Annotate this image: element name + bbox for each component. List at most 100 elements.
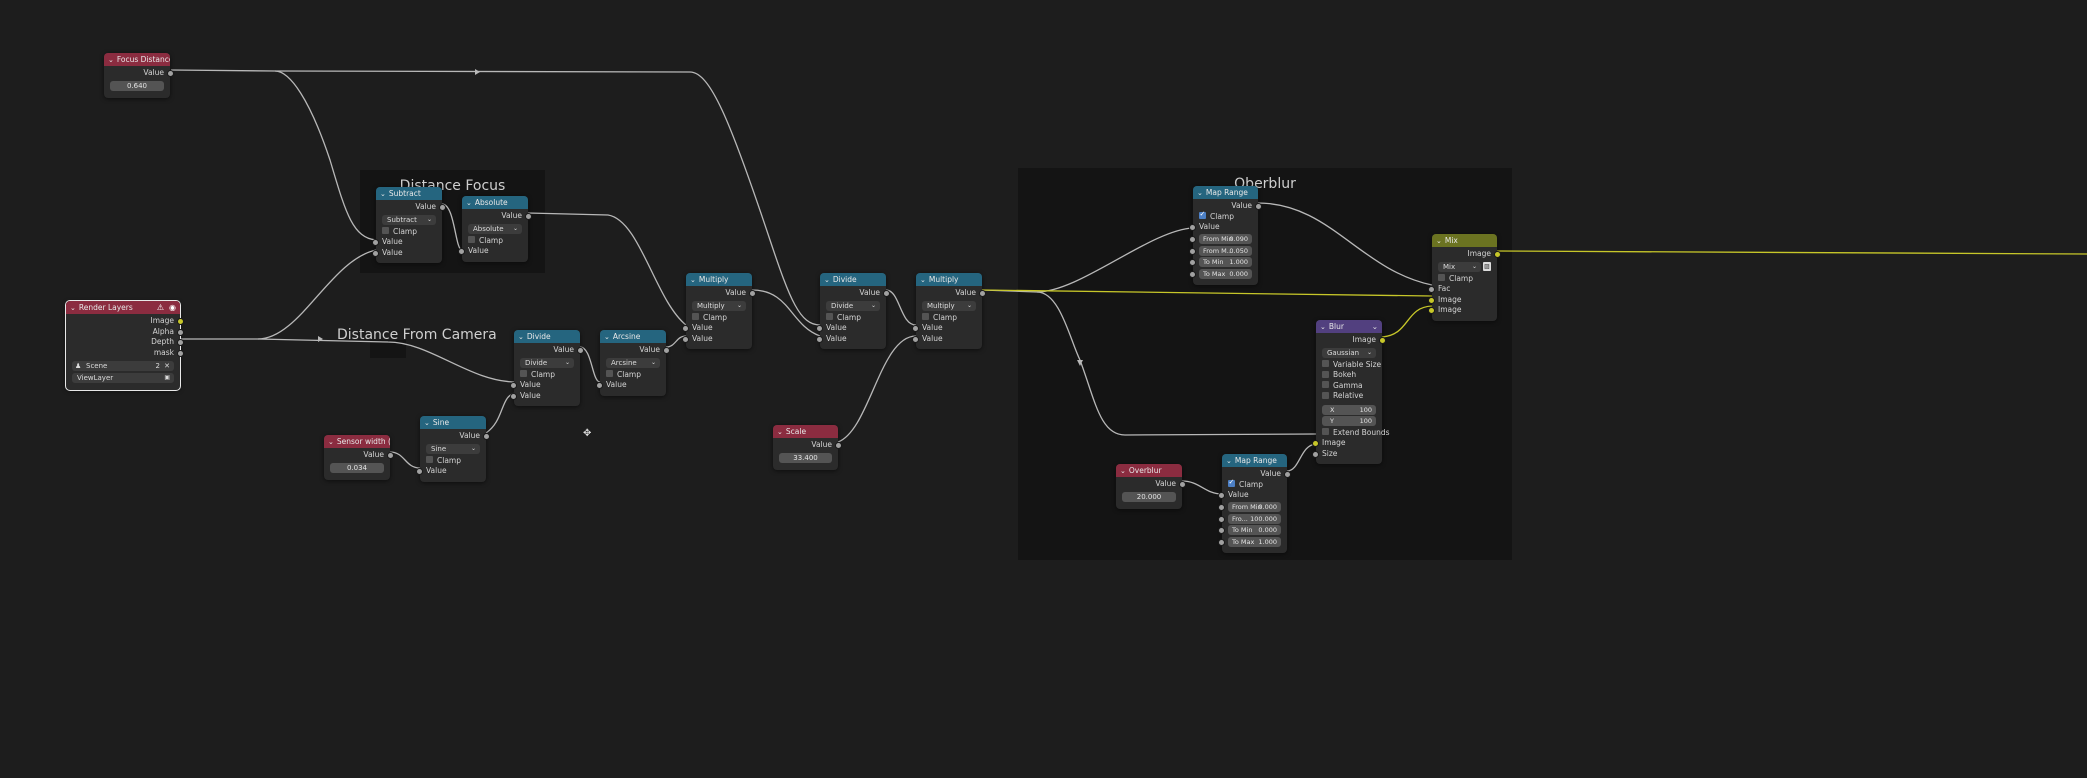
clamp-checkbox[interactable]: Clamp (922, 313, 976, 324)
input-socket[interactable] (682, 335, 689, 343)
operation-select[interactable]: Divide⌄ (826, 300, 880, 311)
output-socket[interactable] (749, 290, 756, 297)
copy-icon[interactable]: ▣ (164, 374, 170, 381)
checkbox[interactable] (1199, 209, 1206, 220)
input-socket[interactable] (1189, 270, 1196, 278)
node-header[interactable]: ⌄Focus Distance (104, 53, 170, 66)
operation-select[interactable]: Divide⌄ (520, 357, 574, 368)
input-socket[interactable] (1189, 247, 1196, 255)
node-header[interactable]: ⌄Multiply (686, 273, 752, 286)
input-socket[interactable] (682, 325, 689, 332)
chevron-down-icon[interactable]: ⌄ (1436, 237, 1442, 245)
node-subtract[interactable]: ⌄Subtract Value Subtract⌄ Clamp Value Va… (372, 187, 446, 263)
relative-checkbox[interactable]: Relative (1322, 391, 1376, 402)
operation-select[interactable]: Absolute⌄ (468, 223, 522, 234)
node-header[interactable]: ⌄Render Layers⚠◉ (66, 301, 180, 314)
close-icon[interactable]: ✕ (164, 362, 170, 370)
output-socket[interactable] (1494, 251, 1501, 258)
checkbox[interactable] (1322, 370, 1329, 378)
checkbox[interactable] (520, 370, 527, 377)
variable-size-checkbox[interactable]: Variable Size (1322, 360, 1381, 371)
checkbox[interactable] (1322, 360, 1329, 367)
output-socket[interactable] (663, 347, 670, 354)
input-socket[interactable] (416, 468, 423, 475)
output-socket[interactable] (883, 290, 890, 297)
operation-select[interactable]: Arcsine⌄ (606, 357, 660, 368)
chevron-down-icon[interactable]: ⌄ (1320, 323, 1326, 331)
input-socket[interactable] (1218, 515, 1225, 523)
output-socket[interactable] (177, 339, 184, 346)
checkbox[interactable] (606, 370, 613, 377)
input-socket[interactable] (372, 249, 379, 257)
input-socket[interactable] (1312, 450, 1319, 458)
chevron-down-icon[interactable]: ⌄ (824, 276, 830, 284)
chevron-down-icon[interactable]: ⌄ (70, 304, 76, 312)
node-map-range[interactable]: ⌄Map Range Value Clamp Value From Min0.0… (1189, 186, 1262, 285)
input-socket[interactable] (816, 325, 823, 332)
chevron-down-icon[interactable]: ⌄ (920, 276, 926, 284)
node-sensor-width[interactable]: ⌄Sensor width (m) Value 0.034 (324, 435, 394, 480)
node-header[interactable]: ⌄Map Range (1193, 186, 1258, 199)
input-socket[interactable] (458, 248, 465, 255)
chevron-down-icon[interactable]: ⌄ (1197, 189, 1203, 197)
clamp-checkbox[interactable]: Clamp (606, 370, 660, 381)
output-socket[interactable] (1284, 471, 1291, 478)
checkbox[interactable] (922, 313, 929, 320)
value-field[interactable]: 20.000 (1122, 491, 1176, 502)
input-socket[interactable] (1218, 538, 1225, 546)
checkbox[interactable] (382, 227, 389, 234)
node-sine[interactable]: ⌄Sine Value Sine⌄ Clamp Value (416, 416, 490, 482)
operation-select[interactable]: Multiply⌄ (922, 300, 976, 311)
checkbox[interactable] (692, 313, 699, 320)
alpha-toggle-icon[interactable]: ▨ (1483, 261, 1491, 271)
output-socket[interactable] (483, 433, 490, 440)
input-socket[interactable] (596, 382, 603, 389)
input-socket[interactable] (372, 239, 379, 246)
output-socket[interactable] (1379, 337, 1386, 344)
node-header[interactable]: ⌄Scale (773, 425, 838, 438)
node-divide[interactable]: ⌄Divide Value Divide⌄ Clamp Value Value (510, 330, 584, 406)
chevron-down-icon[interactable]: ⌄ (604, 333, 610, 341)
node-header[interactable]: ⌄Arcsine (600, 330, 666, 343)
input-socket[interactable] (912, 335, 919, 343)
chevron-down-icon[interactable]: ⌄ (108, 56, 114, 64)
input-socket[interactable] (912, 325, 919, 332)
node-arcsine[interactable]: ⌄Arcsine Value Arcsine⌄ Clamp Value (596, 330, 670, 396)
operation-select[interactable]: Subtract⌄ (382, 214, 436, 225)
chevron-down-icon[interactable]: ⌄ (466, 199, 472, 207)
checkbox[interactable] (1228, 477, 1235, 488)
output-socket[interactable] (177, 349, 184, 357)
input-socket[interactable] (1218, 527, 1225, 534)
node-divide[interactable]: ⌄Divide Value Divide⌄ Clamp Value Value (816, 273, 890, 349)
value-field[interactable]: 0.034 (330, 462, 384, 473)
checkbox[interactable] (1438, 274, 1445, 281)
scene-selector[interactable]: ♟ Scene 2 ✕ (72, 361, 174, 371)
chevron-down-icon[interactable]: ⌄ (518, 333, 524, 341)
chevron-down-icon[interactable]: ⌄ (328, 438, 334, 446)
node-map-range[interactable]: ⌄Map Range Value Clamp Value From Min0.0… (1218, 454, 1291, 553)
input-socket[interactable] (1428, 296, 1435, 304)
input-socket[interactable] (1428, 286, 1435, 293)
chevron-down-icon[interactable]: ⌄ (424, 419, 430, 427)
node-overblur[interactable]: ⌄Overblur Value 20.000 (1116, 464, 1186, 509)
node-render-layers[interactable]: ⌄Render Layers⚠◉ Image Alpha Depth mask … (65, 300, 184, 391)
clamp-checkbox[interactable]: Clamp (826, 313, 880, 324)
node-header[interactable]: ⌄Sine (420, 416, 486, 429)
chevron-down-icon[interactable]: ⌄ (1120, 467, 1126, 475)
input-socket[interactable] (1428, 307, 1435, 314)
output-socket[interactable] (177, 328, 184, 336)
output-socket[interactable] (577, 347, 584, 354)
checkbox[interactable] (1322, 391, 1329, 399)
chevron-down-icon[interactable]: ⌄ (690, 276, 696, 284)
gamma-checkbox[interactable]: Gamma (1322, 381, 1376, 392)
input-socket[interactable] (1189, 259, 1196, 266)
checkbox[interactable] (468, 236, 475, 243)
filter-type-select[interactable]: Gaussian⌄ (1322, 347, 1376, 358)
chevron-down-icon[interactable]: ⌄ (1226, 457, 1232, 465)
node-header[interactable]: ⌄Map Range (1222, 454, 1287, 467)
